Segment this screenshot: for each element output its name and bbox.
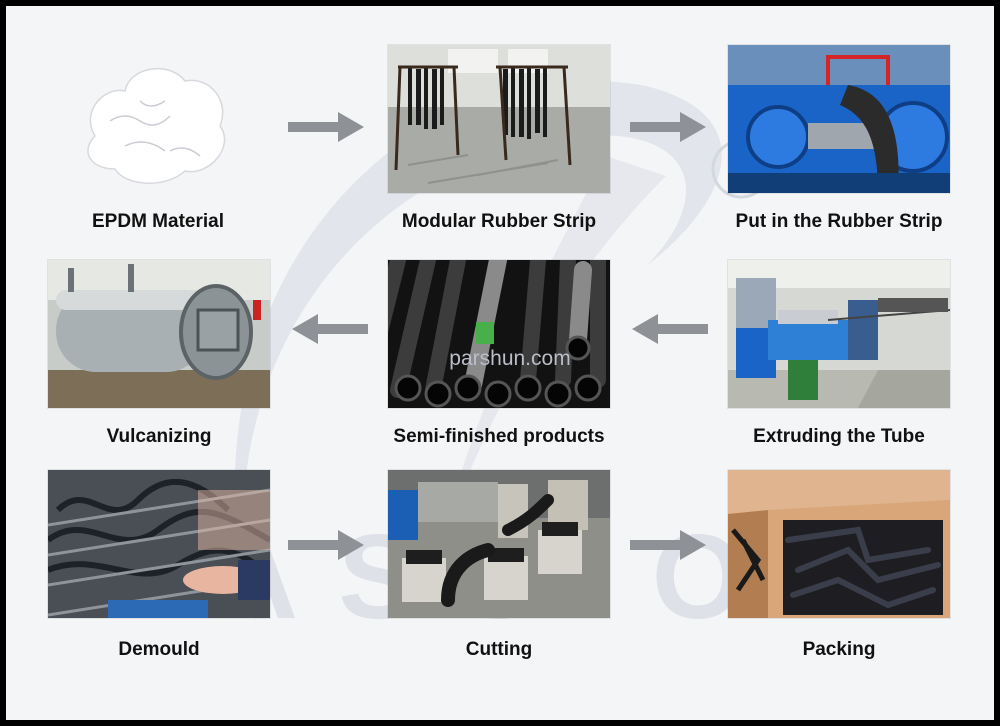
put-in-rubber-strip-photo [728,45,950,193]
epdm-material-photo [70,51,240,191]
arrow-right-icon [288,530,364,560]
cutting-photo [388,470,610,618]
step-label-vulcanizing: Vulcanizing [106,426,212,447]
process-diagram: PASSION [6,6,994,720]
watermark-site-text: parshun.com [449,347,571,370]
arrow-right-icon [630,112,706,142]
step-label-extruding-the-tube: Extruding the Tube [753,426,925,447]
modular-rubber-strip-photo [388,45,610,193]
step-label-demould: Demould [118,639,200,660]
arrow-right-icon [288,112,364,142]
step-label-packing: Packing [802,639,876,660]
step-label-epdm-material: EPDM Material [92,211,224,232]
step-label-put-in-rubber-strip: Put in the Rubber Strip [735,211,943,232]
demould-photo [48,470,270,618]
arrow-left-icon [632,314,708,344]
packing-photo [728,470,950,618]
semi-finished-products-photo [388,260,610,408]
step-label-semi-finished-products: Semi-finished products [393,426,605,447]
extruding-tube-photo [728,260,950,408]
step-label-cutting: Cutting [465,639,533,660]
arrow-right-icon [630,530,706,560]
arrow-left-icon [292,314,368,344]
vulcanizing-photo [48,260,270,408]
step-label-modular-rubber-strip: Modular Rubber Strip [401,211,597,232]
